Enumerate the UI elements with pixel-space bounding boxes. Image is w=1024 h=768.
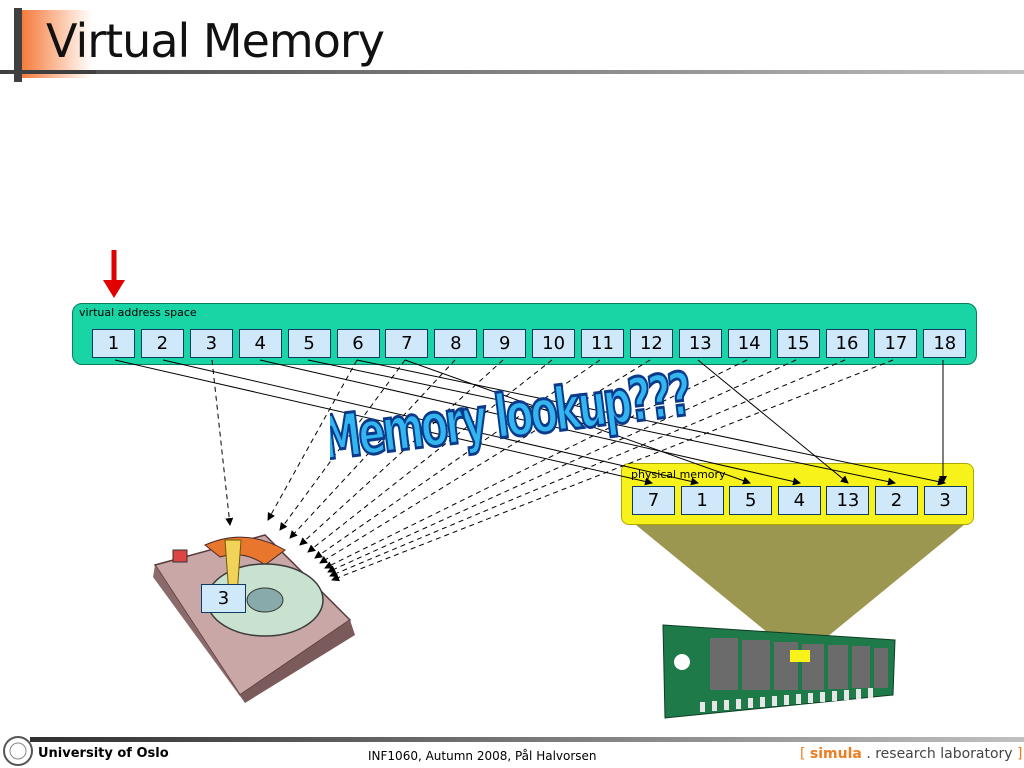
virtual-page-cell: 7 bbox=[385, 329, 429, 358]
ram-module-icon bbox=[662, 624, 896, 719]
slide-title: Virtual Memory bbox=[46, 14, 385, 68]
physical-frame-cell: 4 bbox=[777, 486, 821, 515]
physical-frame-cell: 2 bbox=[875, 486, 918, 515]
footer-simula: simula bbox=[809, 746, 862, 762]
virtual-page-cell: 2 bbox=[140, 329, 184, 358]
title-accent-bar bbox=[14, 8, 22, 82]
virtual-page-cell: 1 bbox=[92, 329, 135, 358]
footer-university: University of Oslo bbox=[38, 746, 169, 761]
title-accent bbox=[22, 10, 92, 78]
virtual-page-cell: 16 bbox=[825, 329, 869, 358]
virtual-page-cell: 11 bbox=[581, 329, 624, 358]
virtual-space-label: virtual address space bbox=[79, 306, 197, 319]
virtual-page-cell: 8 bbox=[434, 329, 478, 358]
disk-page: 3 bbox=[201, 584, 246, 613]
physical-frame-cell: 13 bbox=[826, 486, 870, 515]
virtual-page-cell: 17 bbox=[874, 329, 918, 358]
virtual-page-cell: 5 bbox=[287, 329, 331, 358]
virtual-page-cell: 15 bbox=[776, 329, 820, 358]
footer-lab: [ simula . research laboratory ] bbox=[800, 746, 1023, 762]
virtual-page-cell: 18 bbox=[923, 329, 967, 358]
virtual-page-cell: 10 bbox=[532, 329, 576, 358]
wordart-text: Memory lookup??? bbox=[330, 365, 690, 465]
virtual-page-cell: 12 bbox=[629, 329, 673, 358]
footer-rule bbox=[30, 737, 1024, 742]
down-arrow-icon bbox=[103, 250, 125, 298]
physical-frame-cell: 5 bbox=[729, 486, 773, 515]
physical-frame-cell: 7 bbox=[632, 486, 675, 515]
footer-lab-name: . research laboratory bbox=[866, 746, 1013, 762]
university-seal-icon bbox=[3, 736, 33, 766]
memory-lookup-wordart: Memory lookup??? bbox=[330, 365, 690, 465]
footer-course: INF1060, Autumn 2008, Pål Halvorsen bbox=[368, 749, 597, 763]
virtual-page-cell: 9 bbox=[483, 329, 527, 358]
virtual-page-cell: 4 bbox=[238, 329, 282, 358]
virtual-page-cell: 13 bbox=[678, 329, 722, 358]
footer-bracket-open: [ bbox=[800, 746, 806, 762]
physical-frame-cell: 1 bbox=[680, 486, 724, 515]
hard-disk-icon bbox=[153, 534, 355, 703]
virtual-page-cell: 6 bbox=[336, 329, 380, 358]
ram-zoom-trapezoid bbox=[630, 520, 970, 655]
virtual-page-cell: 14 bbox=[727, 329, 771, 358]
virtual-page-cell: 3 bbox=[189, 329, 233, 358]
physical-memory-label: physical memory bbox=[631, 468, 726, 481]
physical-frame-cell: 3 bbox=[923, 486, 967, 515]
title-rule-gradient bbox=[96, 70, 1024, 74]
footer-bracket-close: ] bbox=[1017, 746, 1023, 762]
